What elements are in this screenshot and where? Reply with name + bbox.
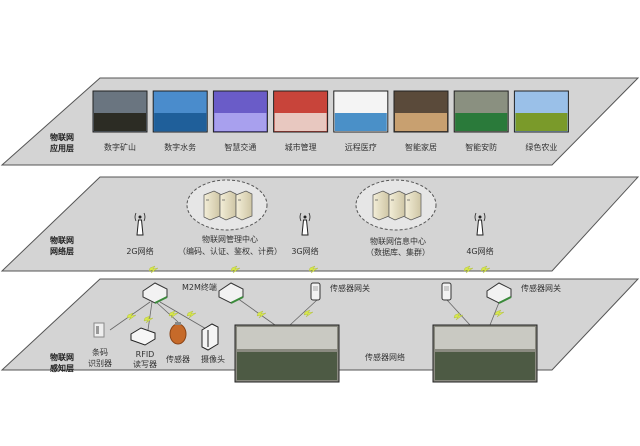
layer-title: 感知层 xyxy=(50,363,74,373)
lightning-icon xyxy=(463,265,474,274)
app-label: 绿色农业 xyxy=(525,142,557,152)
application-layer: 物联网 应用层 数字矿山 数字水务 智慧交通 城市管理 远程医疗 智能家居 智能安防 绿色农业 xyxy=(0,77,640,166)
server-icon xyxy=(404,190,422,221)
sensor-gateway-router-icon xyxy=(486,282,512,304)
lightning-icon xyxy=(168,310,179,319)
sensor-gateway-label: 传感器网关 xyxy=(330,283,370,293)
layer-title: 物联网 xyxy=(50,132,74,142)
sensor-network-photo xyxy=(234,324,340,383)
antenna-icon: 2G网络 xyxy=(126,212,154,256)
mine-photo-detail xyxy=(94,113,146,131)
sensor-network-label: 传感器网络 xyxy=(365,352,405,362)
server-icon xyxy=(235,190,253,221)
wireless-links xyxy=(126,265,505,324)
m2m-terminal-icon xyxy=(142,282,168,304)
lightning-icon xyxy=(143,315,154,324)
perception-layer: 物联网 感知层 M2M终端 传感器网关 传感器网关 条码 识别器 RFID 读写… xyxy=(0,265,640,383)
layer-title: 物联网 xyxy=(50,235,74,245)
farm-field-photo-detail xyxy=(515,113,568,131)
network-label: 2G网络 xyxy=(126,246,153,256)
sensor-icon xyxy=(169,322,187,345)
app-label: 数字水务 xyxy=(164,142,196,152)
info-center-functions: （数据库、集群） xyxy=(366,247,430,257)
network-label: 4G网络 xyxy=(466,246,493,256)
app-tile-buoy-photo: 数字水务 xyxy=(152,90,208,152)
layer-plane xyxy=(0,176,640,272)
lightning-icon xyxy=(148,265,159,274)
camera-label: 摄像头 xyxy=(201,354,225,364)
info-center-label: 物联网信息中心 xyxy=(370,236,426,246)
highway-photo-detail xyxy=(214,113,267,131)
app-label: 数字矿山 xyxy=(104,142,136,152)
telemedicine-diagram-detail xyxy=(334,113,387,131)
lightning-icon xyxy=(230,265,241,274)
network-label: 3G网络 xyxy=(291,246,318,256)
lightning-icon xyxy=(494,309,505,318)
app-tile-farm-field-photo: 绿色农业 xyxy=(513,90,569,152)
security-room-photo-detail xyxy=(455,113,508,131)
lightning-icon xyxy=(453,312,464,321)
server-icon xyxy=(388,190,406,221)
barcode-scanner-label: 识别器 xyxy=(88,359,112,368)
rfid-reader-label: RFID xyxy=(136,350,155,359)
lightning-icon xyxy=(126,312,137,321)
sensor-network-photo xyxy=(432,324,538,383)
layer-title: 应用层 xyxy=(50,143,74,153)
server-icon xyxy=(203,190,221,221)
management-center-label: 物联网管理中心 xyxy=(202,234,258,244)
server-icon xyxy=(219,190,237,221)
camera-icon xyxy=(201,323,219,351)
city-building-photo-detail xyxy=(274,113,327,131)
app-tile-city-building-photo: 城市管理 xyxy=(273,90,329,152)
app-tile-mine-photo: 数字矿山 xyxy=(92,90,148,152)
app-label: 智能家居 xyxy=(405,142,437,152)
barcode-scanner-icon xyxy=(93,322,105,338)
layer-title: 网络层 xyxy=(50,246,74,256)
management-center-functions: （编码、认证、鉴权、计费） xyxy=(178,246,282,256)
smart-home-photo-detail xyxy=(395,113,447,131)
app-tile-smart-home-photo: 智能家居 xyxy=(393,90,449,152)
m2m-terminal-label: M2M终端 xyxy=(182,282,217,292)
lightning-icon xyxy=(256,310,267,319)
gateway-phone-icon xyxy=(310,282,321,301)
management-center: 物联网管理中心 （编码、认证、鉴权、计费） xyxy=(178,179,282,256)
barcode-scanner-label: 条码 xyxy=(92,347,108,357)
info-center: 物联网信息中心 （数据库、集群） xyxy=(355,179,437,257)
rfid-reader-label: 读写器 xyxy=(133,359,157,369)
lightning-icon xyxy=(308,265,319,274)
app-label: 远程医疗 xyxy=(345,142,377,152)
server-icon xyxy=(372,190,390,221)
lightning-icon xyxy=(303,309,314,318)
lightning-icon xyxy=(186,310,197,319)
layer-title: 物联网 xyxy=(50,352,74,362)
rfid-reader-icon xyxy=(130,327,156,346)
sensor-label: 传感器 xyxy=(166,354,190,364)
app-tile-highway-photo: 智慧交通 xyxy=(212,90,268,152)
antenna-icon: 4G网络 xyxy=(466,212,494,256)
m2m-terminal-icon xyxy=(218,282,244,304)
app-tile-security-room-photo: 智能安防 xyxy=(453,90,509,152)
app-label: 城市管理 xyxy=(285,142,317,152)
antenna-icon: 3G网络 xyxy=(291,212,319,256)
app-tile-telemedicine-diagram: 远程医疗 xyxy=(333,90,389,152)
buoy-photo-detail xyxy=(154,113,207,131)
lightning-icon xyxy=(480,265,491,274)
network-layer: 物联网 网络层 2G网络 3G网络 4G网络 物联网管理中心 （编码、认证、鉴权、计… xyxy=(0,176,640,272)
app-label: 智慧交通 xyxy=(224,142,256,152)
sensor-gateway-label: 传感器网关 xyxy=(521,283,561,293)
gateway-phone-icon xyxy=(441,282,452,301)
app-label: 智能安防 xyxy=(465,142,497,152)
